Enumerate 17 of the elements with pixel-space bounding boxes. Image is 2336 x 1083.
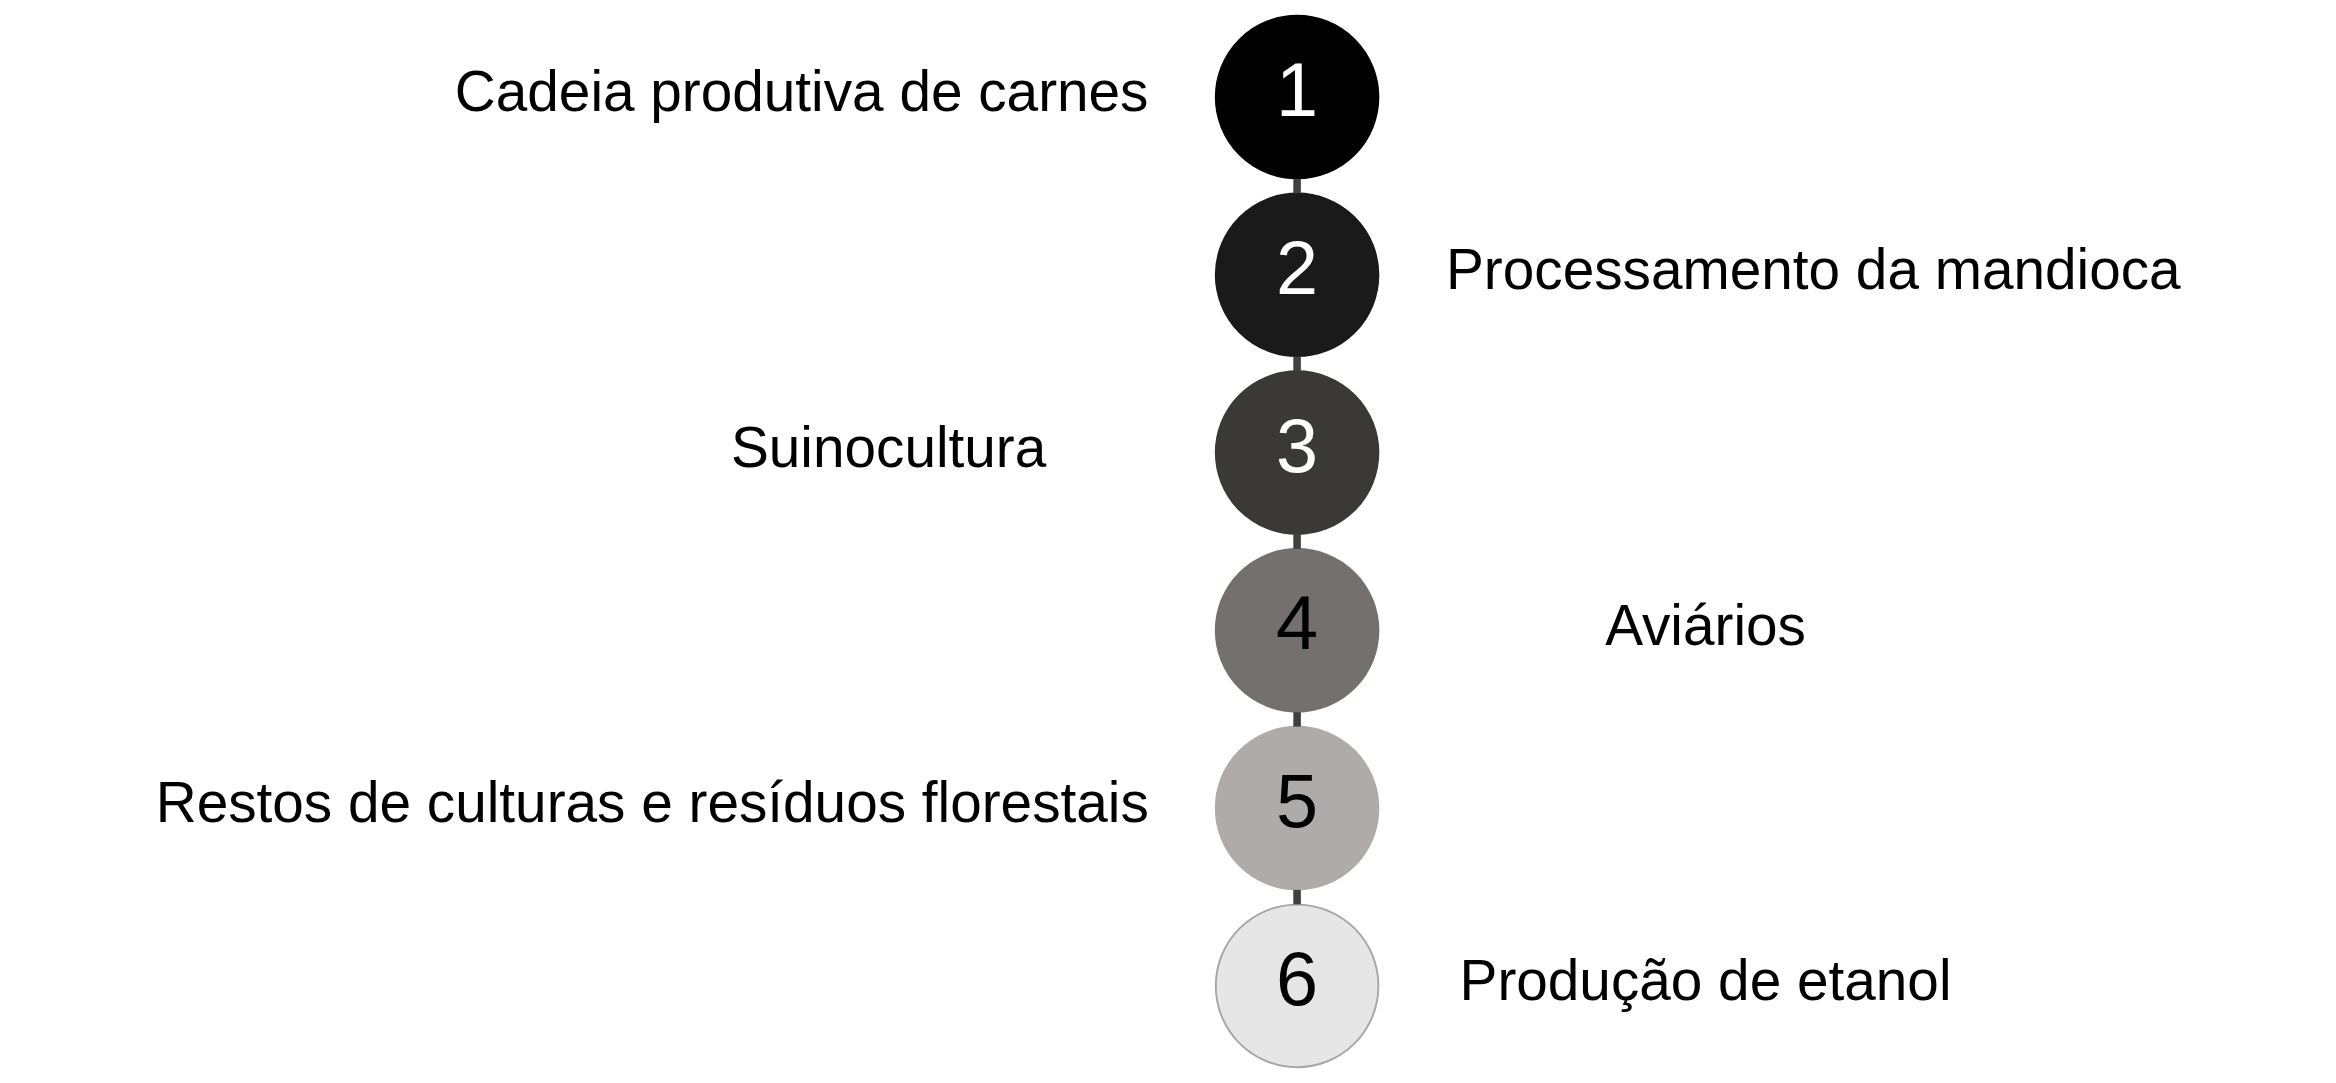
- node-circle: 6: [1214, 903, 1379, 1069]
- node-circle: 4: [1214, 548, 1379, 713]
- node-circle: 2: [1214, 192, 1379, 358]
- connector: [1292, 178, 1301, 194]
- node-circle: 3: [1214, 370, 1379, 535]
- node-label: Produção de etanol: [1459, 949, 1952, 1013]
- connector: [1292, 712, 1301, 727]
- node-label: Processamento da mandioca: [1445, 238, 2181, 302]
- node-circle: 5: [1214, 725, 1379, 891]
- node-label: Suinocultura: [730, 415, 1046, 479]
- node-label: Cadeia produtiva de carnes: [454, 60, 1148, 124]
- node-label: Restos de culturas e resíduos florestais: [155, 771, 1149, 835]
- node-circle: 1: [1214, 14, 1379, 180]
- connector: [1292, 889, 1301, 905]
- connector: [1292, 356, 1301, 372]
- connector: [1292, 534, 1301, 549]
- node-label: Aviários: [1604, 593, 1806, 657]
